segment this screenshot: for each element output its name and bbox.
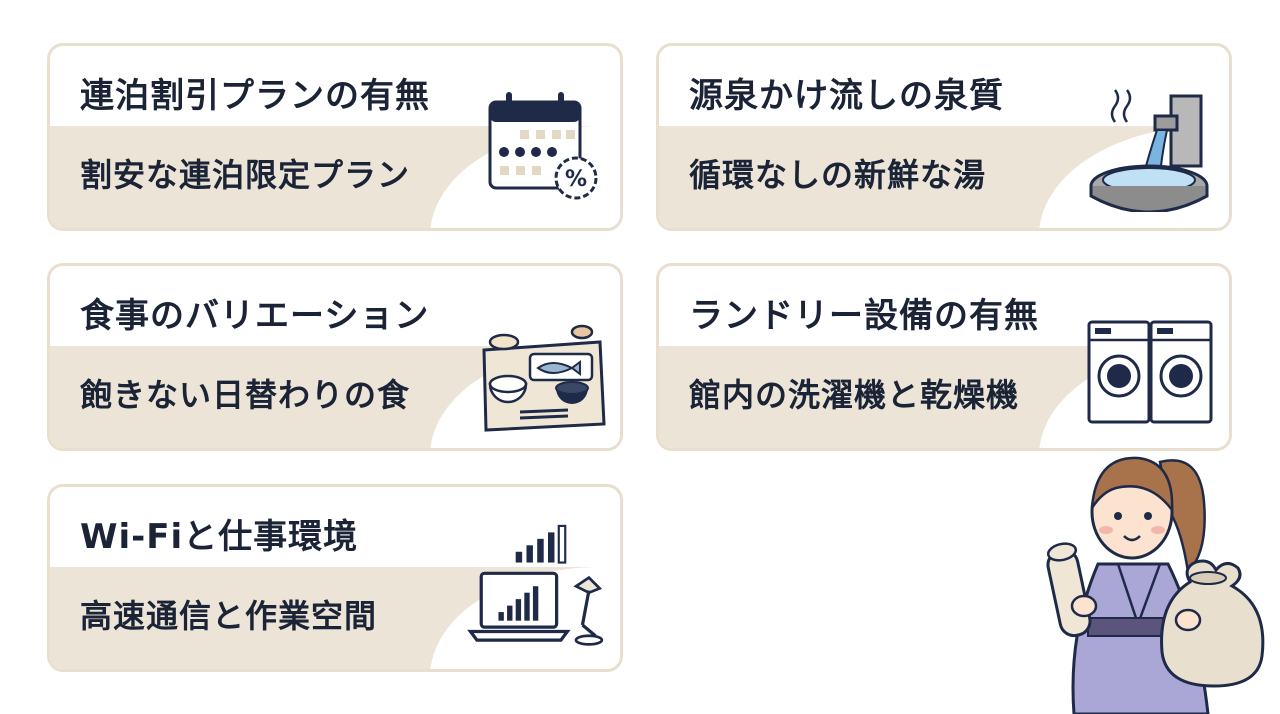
card-consecutive-stay-discount: 連泊割引プランの有無 割安な連泊限定プラン %	[47, 43, 623, 231]
card-subtitle: 循環なしの新鮮な湯	[689, 156, 987, 194]
card-laundry-facilities: ランドリー設備の有無 館内の洗濯機と乾燥機	[656, 263, 1232, 451]
card-free-flowing-hot-spring: 源泉かけ流しの泉質 循環なしの新鮮な湯	[656, 43, 1232, 231]
card-title: 源泉かけ流しの泉質	[689, 76, 1004, 116]
card-title: ランドリー設備の有無	[689, 296, 1039, 336]
laptop-wifi-icon	[467, 524, 604, 646]
card-wifi-work-environment: Wi-Fiと仕事環境 高速通信と作業空間	[47, 484, 623, 672]
card-meal-variation: 食事のバリエーション 飽きない日替わりの食	[47, 263, 623, 451]
hot-spring-icon	[1089, 89, 1209, 212]
card-subtitle: 高速通信と作業空間	[80, 597, 378, 635]
card-subtitle: 館内の洗濯機と乾燥機	[689, 376, 1020, 414]
card-subtitle: 飽きない日替わりの食	[80, 376, 411, 414]
woman-yukata-illustration	[1046, 456, 1265, 714]
svg-text:%: %	[565, 167, 587, 192]
card-subtitle: 割安な連泊限定プラン	[80, 156, 411, 194]
card-title: 食事のバリエーション	[80, 296, 430, 336]
calendar-discount-icon: %	[488, 92, 598, 200]
card-title: Wi-Fiと仕事環境	[80, 517, 359, 557]
washing-machine-icon	[1087, 320, 1213, 424]
card-title: 連泊割引プランの有無	[80, 76, 430, 116]
meal-tray-icon	[482, 324, 606, 432]
